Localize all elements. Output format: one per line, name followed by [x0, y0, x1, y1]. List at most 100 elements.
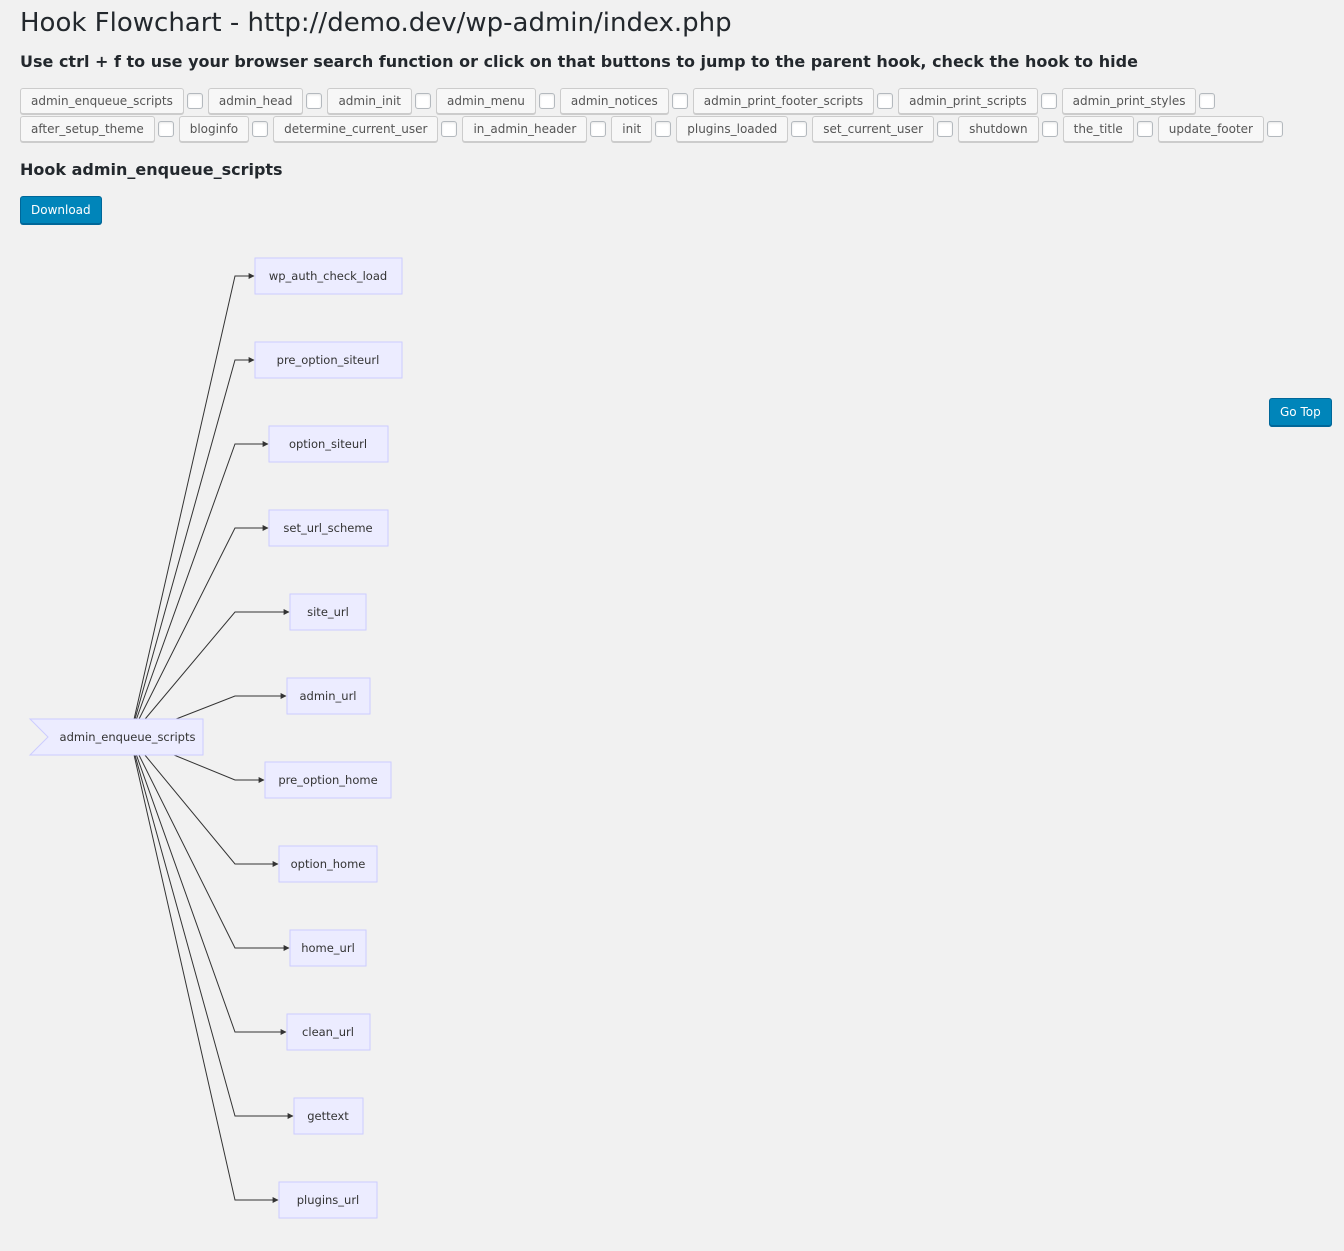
node-box	[278, 845, 378, 883]
node-box	[268, 509, 389, 547]
hook-nav-item: admin_menu	[436, 88, 560, 114]
hook-nav-item: init	[611, 116, 676, 142]
flowchart-node-clean-url: clean_url	[286, 1013, 371, 1051]
flowchart-nodes: wp_auth_check_load pre_option_siteurlopti…	[28, 257, 403, 1219]
hook-nav-item: shutdown	[958, 116, 1063, 142]
edge-to-gettext	[129, 736, 294, 1119]
hook-nav-item: admin_print_footer_scripts	[692, 88, 898, 114]
node-box	[264, 761, 392, 799]
hide-hook-checkbox-admin-notices[interactable]	[671, 93, 688, 109]
hook-button-update-footer[interactable]: update_footer	[1157, 116, 1264, 142]
edge-to-home-url	[129, 736, 290, 951]
node-label: gettext	[307, 1109, 349, 1123]
download-button[interactable]: Download	[20, 196, 102, 224]
hook-nav-item: the_title	[1062, 116, 1158, 142]
hook-nav-item: admin_head	[207, 88, 328, 114]
hide-hook-checkbox-admin-menu[interactable]	[538, 93, 555, 109]
flowchart-node-set-url-scheme: set_url_scheme	[268, 509, 389, 547]
hook-button-the-title[interactable]: the_title	[1062, 116, 1134, 142]
flowchart-node-option-siteurl: option_siteurl	[268, 425, 389, 463]
hook-nav-item: set_current_user	[812, 116, 958, 142]
node-box	[293, 1097, 364, 1135]
hide-hook-checkbox-after-setup-theme[interactable]	[157, 121, 174, 137]
flowchart-node-site-url: site_url	[289, 593, 367, 631]
hide-hook-checkbox-bloginfo[interactable]	[252, 121, 269, 137]
node-box	[289, 593, 367, 631]
node-label: option_home	[291, 857, 366, 871]
hide-hook-checkbox-determine-current-user[interactable]	[441, 121, 458, 137]
flowchart-node-option-home: option_home	[278, 845, 378, 883]
edge-to-plugins-url	[129, 736, 279, 1203]
hook-button-set-current-user[interactable]: set_current_user	[812, 116, 935, 142]
hide-hook-checkbox-shutdown[interactable]	[1041, 121, 1058, 137]
node-box	[254, 341, 403, 379]
hook-flowchart: wp_auth_check_load pre_option_siteurlopti…	[28, 257, 403, 1219]
node-label: site_url	[307, 605, 349, 619]
node-label: admin_url	[300, 689, 357, 703]
page-title: Hook Flowchart - http://demo.dev/wp-admi…	[20, 8, 732, 38]
edge-to-option-home	[129, 736, 279, 867]
node-label: pre_option_home	[278, 773, 377, 787]
hook-nav-item: admin_notices	[559, 88, 693, 114]
hide-hook-checkbox-set-current-user[interactable]	[937, 121, 954, 137]
node-box	[286, 677, 371, 715]
hook-button-admin-menu[interactable]: admin_menu	[436, 88, 536, 114]
hide-hook-checkbox-admin-print-footer-scripts[interactable]	[877, 93, 894, 109]
node-label: set_url_scheme	[283, 521, 372, 535]
edge-to-option-siteurl	[129, 441, 269, 738]
node-label: option_siteurl	[289, 437, 367, 451]
flowchart-node-plugins-url: plugins_url	[278, 1181, 378, 1219]
hook-button-after-setup-theme[interactable]: after_setup_theme	[20, 116, 155, 142]
edge-to-pre-option-siteurl	[129, 357, 255, 738]
node-label: plugins_url	[297, 1193, 360, 1207]
hook-button-admin-print-footer-scripts[interactable]: admin_print_footer_scripts	[692, 88, 875, 114]
hide-hook-checkbox-init[interactable]	[655, 121, 672, 137]
hide-hook-checkbox-the-title[interactable]	[1136, 121, 1153, 137]
hook-button-in-admin-header[interactable]: in_admin_header	[462, 116, 588, 142]
hook-nav-item: admin_init	[327, 88, 436, 114]
hide-hook-checkbox-admin-init[interactable]	[415, 93, 432, 109]
hide-hook-checkbox-admin-head[interactable]	[306, 93, 323, 109]
node-label: clean_url	[302, 1025, 354, 1039]
flowchart-node-gettext: gettext	[293, 1097, 364, 1135]
hook-nav-item: admin_enqueue_scripts	[20, 88, 208, 114]
section-heading: Hook admin_enqueue_scripts	[20, 160, 283, 179]
node-label: wp_auth_check_load	[269, 269, 387, 283]
node-label: pre_option_siteurl	[277, 353, 380, 367]
hook-button-shutdown[interactable]: shutdown	[958, 116, 1039, 142]
hide-hook-checkbox-admin-enqueue-scripts[interactable]	[186, 93, 203, 109]
go-top-button[interactable]: Go Top	[1269, 398, 1332, 426]
edge-to-clean-url	[129, 736, 287, 1035]
node-box	[254, 257, 403, 295]
hook-button-init[interactable]: init	[611, 116, 653, 142]
hide-hook-checkbox-plugins-loaded[interactable]	[791, 121, 808, 137]
hook-button-admin-enqueue-scripts[interactable]: admin_enqueue_scripts	[20, 88, 184, 114]
hook-nav-item: determine_current_user	[273, 116, 462, 142]
edge-to-wp-auth-check-load	[129, 273, 255, 738]
hook-button-admin-print-scripts[interactable]: admin_print_scripts	[898, 88, 1038, 114]
hook-button-plugins-loaded[interactable]: plugins_loaded	[676, 116, 789, 142]
node-box	[278, 1181, 378, 1219]
hide-hook-checkbox-update-footer[interactable]	[1267, 121, 1283, 137]
hook-nav-item: bloginfo	[178, 116, 273, 142]
hide-hook-checkbox-admin-print-styles[interactable]	[1199, 93, 1216, 109]
edge-to-set-url-scheme	[129, 525, 269, 738]
hook-button-admin-print-styles[interactable]: admin_print_styles	[1061, 88, 1197, 114]
hook-button-admin-head[interactable]: admin_head	[207, 88, 304, 114]
hook-nav-item: in_admin_header	[462, 116, 611, 142]
hook-button-admin-notices[interactable]: admin_notices	[559, 88, 669, 114]
node-box	[268, 425, 389, 463]
hide-hook-checkbox-in-admin-header[interactable]	[590, 121, 607, 137]
flowchart-node-wp-auth-check-load: wp_auth_check_load	[254, 257, 403, 295]
edge-to-site-url	[129, 609, 290, 738]
hook-navigation: admin_enqueue_scripts admin_head admin_ini…	[20, 88, 1340, 142]
hook-button-determine-current-user[interactable]: determine_current_user	[273, 116, 439, 142]
hide-hook-checkbox-admin-print-scripts[interactable]	[1040, 93, 1057, 109]
hook-nav-item: admin_print_scripts	[898, 88, 1062, 114]
hook-button-bloginfo[interactable]: bloginfo	[178, 116, 250, 142]
hook-nav-item: admin_print_styles	[1061, 88, 1221, 114]
hook-button-admin-init[interactable]: admin_init	[327, 88, 413, 114]
node-label: home_url	[301, 941, 355, 955]
root-node-shape	[28, 718, 204, 756]
